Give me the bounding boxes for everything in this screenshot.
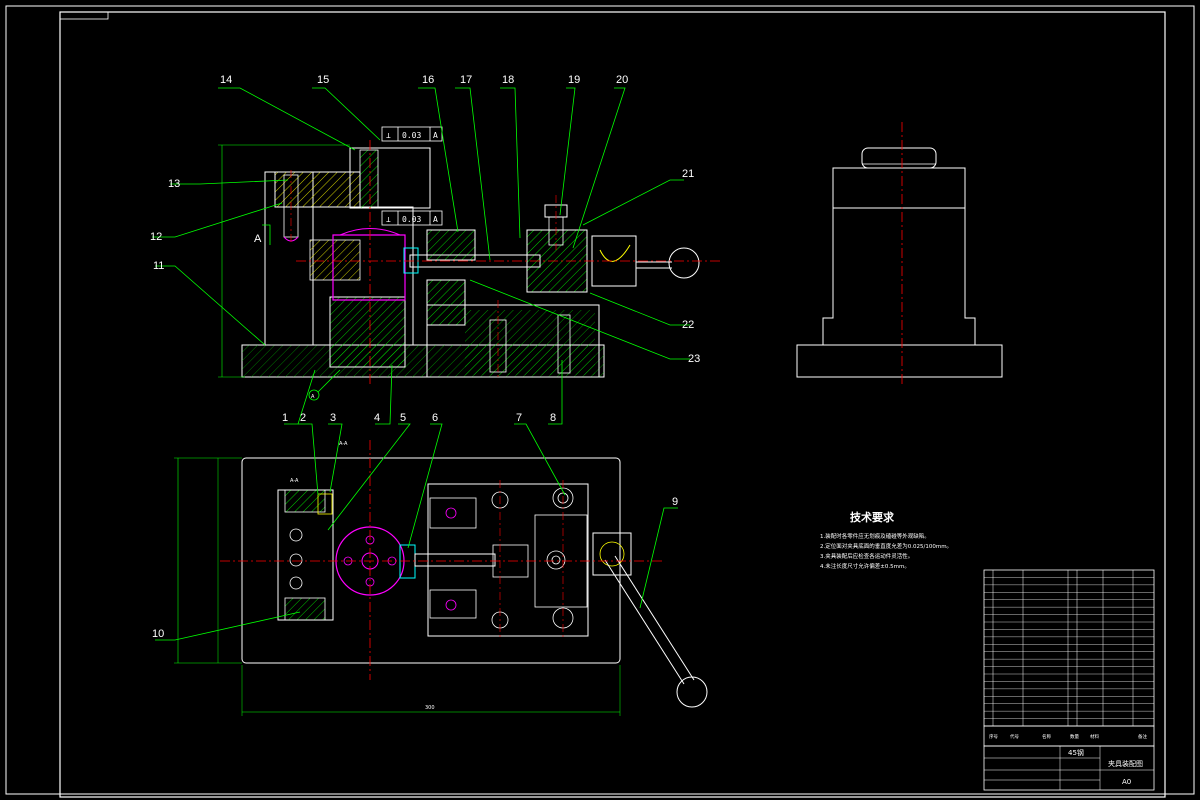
balloon-12: 12	[150, 231, 162, 243]
front-section-view: A	[218, 140, 720, 385]
balloon-16: 16	[422, 74, 434, 86]
balloon-21: 21	[682, 168, 694, 180]
balloon-1: 1	[282, 412, 288, 424]
tech-title: 技术要求	[850, 510, 895, 524]
tech-line-4: 4.未注长度尺寸允许偏差±0.5mm。	[820, 562, 910, 570]
tol1-value: 0.03	[402, 131, 421, 140]
section-label-aa: A-A	[339, 441, 348, 447]
balloon-9: 9	[672, 496, 678, 508]
view-marker-a: A	[254, 233, 262, 245]
balloon-23: 23	[688, 353, 700, 365]
datum-a-label: A	[311, 394, 315, 400]
tech-line-2: 2.定位面对夹具底面的垂直度允差为0.025/100mm。	[820, 542, 952, 550]
balloon-3: 3	[330, 412, 336, 424]
tech-line-3: 3.夹具装配后应检查各运动件灵活性。	[820, 552, 913, 560]
tb-label-remark: 备注	[1138, 733, 1147, 740]
balloon-7: 7	[516, 412, 522, 424]
balloon-5: 5	[400, 412, 406, 424]
balloon-6: 6	[432, 412, 438, 424]
balloons-top: 14 15 16 17 18 19 20 21 13 12 11 22 23	[150, 74, 700, 365]
tol2-datum: A	[433, 215, 438, 224]
balloon-20: 20	[616, 74, 628, 86]
side-view	[796, 122, 1003, 385]
tol1-datum: A	[433, 131, 438, 140]
tb-sheet-size: A0	[1122, 778, 1131, 786]
leaders-top	[152, 87, 690, 360]
section-label-aa-2: A-A	[290, 478, 299, 484]
tech-line-1: 1.装配时各零件应无划痕及磕碰等外观缺陷。	[820, 532, 930, 540]
tol1-symbol: ⊥	[386, 131, 391, 140]
technical-requirements: 技术要求 1.装配时各零件应无划痕及磕碰等外观缺陷。 2.定位面对夹具底面的垂直…	[820, 510, 952, 570]
tb-material: 45钢	[1068, 748, 1084, 757]
balloon-2: 2	[300, 412, 306, 424]
tol2-value: 0.03	[402, 215, 421, 224]
balloon-22: 22	[682, 319, 694, 331]
balloon-10: 10	[152, 628, 164, 640]
tb-label-code: 代号	[1010, 733, 1019, 740]
balloon-18: 18	[502, 74, 514, 86]
title-block: 序号 代号 名称 数量 材料 备注 45钢 夹具装配图 A0	[983, 725, 1155, 791]
parts-list	[983, 569, 1155, 727]
balloon-13: 13	[168, 178, 180, 190]
tb-label-material: 材料	[1090, 733, 1099, 740]
balloon-8: 8	[550, 412, 556, 424]
balloon-11: 11	[153, 260, 164, 272]
balloon-15: 15	[317, 74, 329, 86]
tb-label-no: 序号	[989, 733, 998, 740]
balloon-17: 17	[460, 74, 472, 86]
balloon-14: 14	[220, 74, 232, 86]
tb-label-qty: 数量	[1070, 733, 1079, 740]
tol2-symbol: ⊥	[386, 215, 391, 224]
tolerance-frame-2: ⊥ 0.03 A	[381, 210, 443, 226]
sheet-border	[5, 5, 1195, 798]
plan-view: 300 A-A A-A	[174, 440, 708, 716]
balloon-19: 19	[568, 74, 580, 86]
dim-width: 300	[425, 705, 435, 711]
leaders-bottom	[155, 360, 678, 641]
balloon-4: 4	[374, 412, 380, 424]
tolerance-frame-1: ⊥ 0.03 A	[381, 126, 443, 142]
balloons-bottom: 1 2 3 4 5 6 7 8 9 10	[152, 412, 678, 640]
tb-label-name: 名称	[1042, 733, 1051, 740]
tb-drawing-name: 夹具装配图	[1108, 759, 1143, 768]
datum-a-marker: A	[308, 369, 341, 401]
